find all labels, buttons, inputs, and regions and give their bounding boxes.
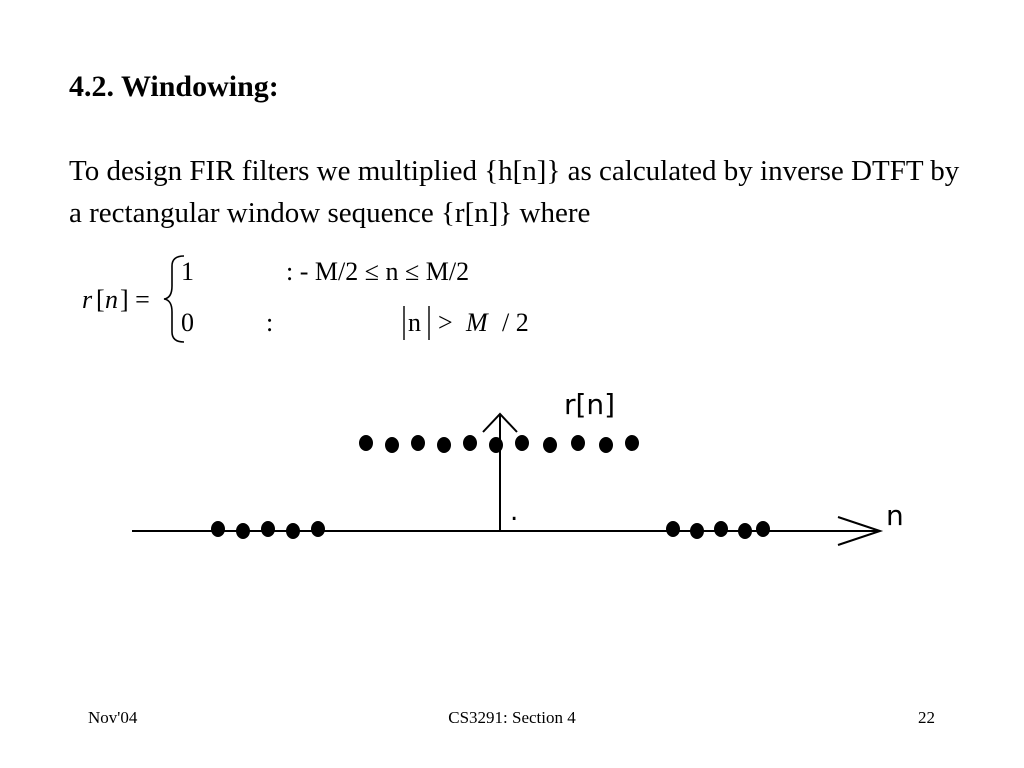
origin-marker: .	[510, 497, 518, 527]
zero-sample-dot-left	[261, 521, 275, 537]
window-sample-dot	[515, 435, 529, 451]
case1-value: 1	[181, 257, 194, 286]
case2-M: M	[466, 308, 488, 337]
footer-page-number: 22	[918, 708, 935, 727]
horizontal-axis-label: n	[886, 499, 904, 532]
case2-greater-than: >	[438, 308, 453, 337]
vertical-axis-label: r[n]	[564, 388, 615, 421]
window-sample-dot	[411, 435, 425, 451]
case2-over-2: / 2	[502, 308, 529, 337]
slide-title: 4.2. Windowing:	[69, 70, 279, 103]
window-sample-dot	[385, 437, 399, 453]
sample-dots	[211, 435, 770, 539]
vertical-axis-arrowhead	[482, 412, 518, 433]
equation-lhs-r: r	[82, 285, 93, 314]
equation-lhs-open-bracket: [	[96, 285, 105, 314]
window-sample-dot	[359, 435, 373, 451]
equation-lhs-n: n	[105, 285, 118, 314]
case2-colon: :	[266, 308, 274, 337]
window-sample-dot	[571, 435, 585, 451]
horizontal-axis-arrowhead	[837, 516, 884, 546]
zero-sample-dot-right	[714, 521, 728, 537]
footer-course: CS3291: Section 4	[448, 708, 576, 727]
window-sample-dot	[463, 435, 477, 451]
zero-sample-dot-right	[690, 523, 704, 539]
zero-sample-dot-left	[311, 521, 325, 537]
equation-lhs-close-bracket: ] =	[120, 285, 150, 314]
zero-sample-dot-right	[738, 523, 752, 539]
zero-sample-dot-right	[666, 521, 680, 537]
body-paragraph: To design FIR filters we multiplied {h[n…	[69, 155, 960, 229]
window-sample-dot	[543, 437, 557, 453]
window-sample-dot	[625, 435, 639, 451]
window-sample-dot	[489, 437, 503, 453]
zero-sample-dot-left	[236, 523, 250, 539]
case2-n: n	[408, 308, 421, 337]
footer-date: Nov'04	[88, 708, 138, 727]
zero-sample-dot-left	[286, 523, 300, 539]
window-sample-dot	[599, 437, 613, 453]
case2-value: 0	[181, 308, 194, 337]
zero-sample-dot-left	[211, 521, 225, 537]
zero-sample-dot-right	[756, 521, 770, 537]
case1-condition: : - M/2 ≤ n ≤ M/2	[286, 257, 470, 286]
window-sample-dot	[437, 437, 451, 453]
